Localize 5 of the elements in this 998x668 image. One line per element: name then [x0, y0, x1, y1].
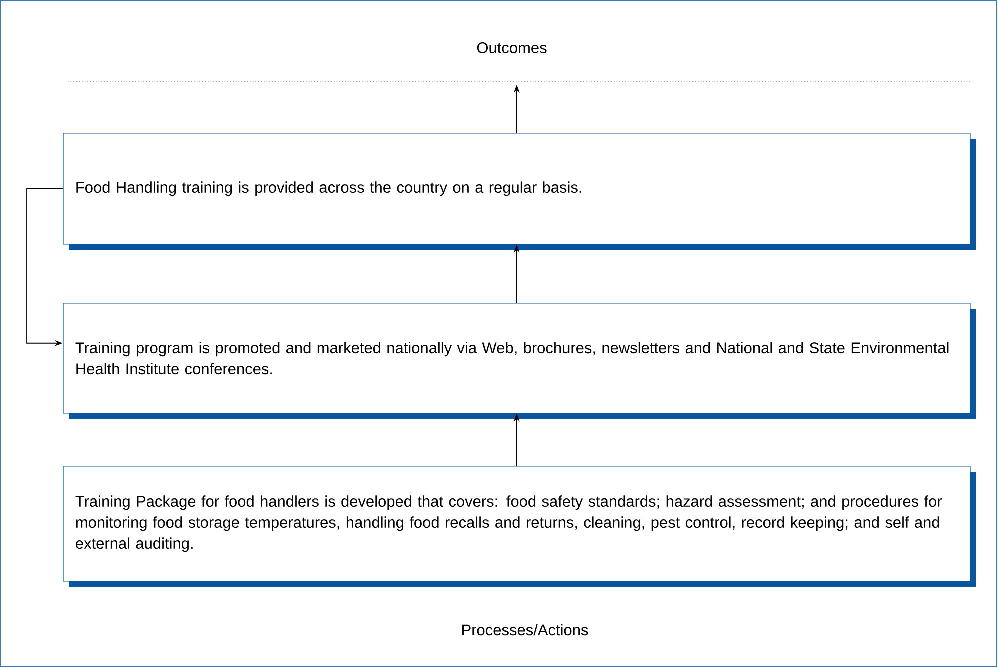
text-box: Food Handling training is provided across the country on a regular basis.: [63, 132, 976, 250]
text-box: Training program is promoted and marketed nationally via Web, brochures, newsletters and National and State Environmental Health Institute conferences.: [63, 302, 976, 419]
heading: Processes/Actions: [462, 624, 588, 636]
text-box: Training Package for food handlers is developed that covers: food safety standards; hazard assessment; and procedures for monitoring food storage temperatures, handling food recalls and returns, cleaning, pest control, record keeping; and self and external auditing.: [63, 466, 976, 587]
heading: Outcomes: [477, 42, 547, 54]
